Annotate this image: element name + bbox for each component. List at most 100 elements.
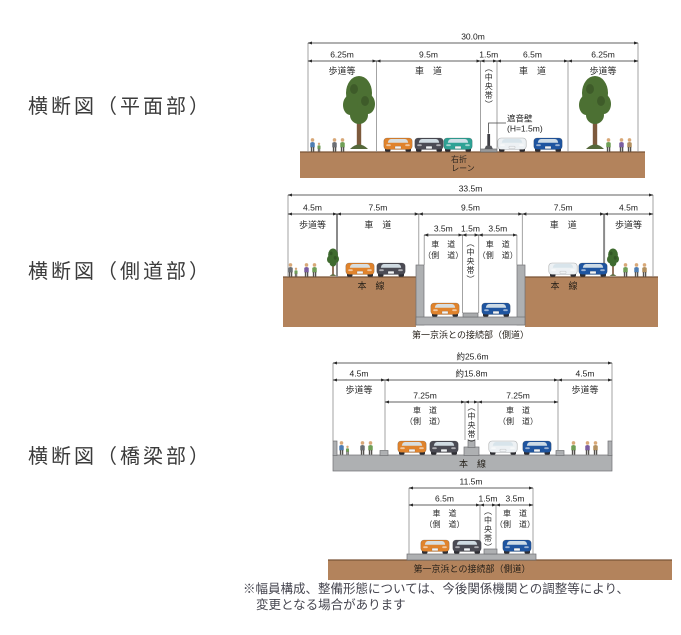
dimension-median: 1.5m xyxy=(479,494,498,507)
zone-label-frontage-left-2: （側 道） xyxy=(405,416,445,426)
car-icon xyxy=(533,137,563,152)
median-curb xyxy=(483,548,498,555)
svg-text:9.5m: 9.5m xyxy=(461,203,480,213)
ground xyxy=(300,152,645,178)
curb-right xyxy=(555,450,565,456)
car-icon xyxy=(548,262,578,277)
zone-label-median: ︵中央帯︶ xyxy=(484,507,492,552)
person-icon xyxy=(634,263,639,277)
car-icon xyxy=(414,137,444,152)
zone-boundary-lines xyxy=(332,363,613,451)
dimension-frontage-left: 6.5m xyxy=(408,494,481,507)
ground xyxy=(328,560,672,580)
section-title-side-road: 横断図（側道部） xyxy=(28,261,212,283)
car-icon xyxy=(443,137,473,152)
dimension-total: 11.5m xyxy=(408,478,534,490)
tree-icon xyxy=(343,76,375,149)
person-icon xyxy=(642,263,647,277)
zone-label-median: ︵中央帯︶ xyxy=(468,403,476,448)
car-icon xyxy=(420,539,450,554)
connector-label: 第一京浜との接続部（側道） xyxy=(414,563,531,574)
tree-icon xyxy=(579,76,611,149)
svg-text:4.5m: 4.5m xyxy=(576,369,595,379)
zone-label-roadway-right: 車 道 xyxy=(519,65,546,76)
svg-text:30.0m: 30.0m xyxy=(461,32,485,42)
cross-section-approach-diagram: 11.5m 6.5m 1.5m 3.5m 車 道 （側 道） ︵中央帯︶ 車 道… xyxy=(328,478,672,580)
person-icon xyxy=(627,138,632,152)
main-line-label: 本 線 xyxy=(459,458,486,469)
person-icon xyxy=(623,263,628,277)
dimension-frontage-left: 3.5m xyxy=(423,224,463,237)
dimension-roadway-left: 9.5m xyxy=(376,50,481,63)
cross-section-plan-diagram: 30.0m 6.25m 9.5m 1.5m 6.5m 6.25m 歩道等 車 道… xyxy=(300,32,645,178)
person-icon xyxy=(340,138,345,152)
svg-text:11.5m: 11.5m xyxy=(460,478,483,487)
car-icon xyxy=(452,539,482,554)
dimension-roadway-right: 6.5m xyxy=(496,50,569,63)
tree-icon xyxy=(607,248,619,276)
main-line-label-right: 本 線 xyxy=(550,280,577,291)
svg-text:6.5m: 6.5m xyxy=(523,50,542,60)
parapet-left xyxy=(332,440,338,456)
dimension-sidewalk-left: 6.25m xyxy=(307,50,377,63)
svg-text:1.5m: 1.5m xyxy=(461,224,480,234)
dimension-total: 30.0m xyxy=(307,32,639,45)
noise-barrier-leader-line xyxy=(488,122,506,134)
zone-label-frontage-right: 車 道 xyxy=(486,239,510,249)
zone-label-sidewalk-left: 歩道等 xyxy=(345,384,372,395)
dimension-roadway-right: 7.5m xyxy=(521,203,605,216)
child-icon xyxy=(345,445,350,455)
zone-boundary-lines xyxy=(287,195,654,313)
zone-label-frontage-right-2: （側 道） xyxy=(498,416,538,426)
roadway-slab xyxy=(406,553,537,561)
svg-text:7.25m: 7.25m xyxy=(506,391,530,401)
zone-label-frontage-right: 車 道 xyxy=(506,405,530,415)
dimension-roadway-left: 7.5m xyxy=(336,203,420,216)
svg-text:6.25m: 6.25m xyxy=(591,50,615,60)
svg-text:4.5m: 4.5m xyxy=(619,203,638,213)
svg-text:4.5m: 4.5m xyxy=(303,203,322,213)
parapet-right xyxy=(607,440,613,456)
svg-text:1.5m: 1.5m xyxy=(479,494,498,504)
zone-label-frontage-left: 車 道 xyxy=(413,405,437,415)
noise-barrier xyxy=(484,134,493,149)
child-icon xyxy=(294,267,298,277)
zone-label-frontage-right: 車 道 xyxy=(503,508,527,518)
car-icon xyxy=(345,262,375,277)
person-icon xyxy=(310,138,315,152)
footnote-line-1: ※幅員構成、整備形態については、今後関係機関との調整等により、 xyxy=(243,582,630,596)
zone-label-median: ︵中央帯︶ xyxy=(467,239,475,284)
section-title-plan: 横断図（平面部） xyxy=(28,96,212,118)
person-icon xyxy=(606,138,611,152)
dimension-sidewalk-left: 4.5m xyxy=(287,203,338,216)
dimension-center: 9.5m xyxy=(418,203,523,216)
dimension-frontage-right: 3.5m xyxy=(478,224,518,237)
svg-text:約25.6m: 約25.6m xyxy=(456,352,488,362)
bridge-deck xyxy=(332,440,613,472)
median-barrier xyxy=(467,440,476,448)
person-icon xyxy=(593,441,598,455)
zone-boundary-lines xyxy=(408,488,534,554)
right-turn-lane-label-1: 右折 xyxy=(451,154,467,164)
dimension-median: 1.5m xyxy=(461,224,480,237)
dimension-median: 1.5m xyxy=(479,50,498,63)
zone-label-frontage-left: 車 道 xyxy=(433,508,457,518)
noise-barrier-height-label: (H=1.5m) xyxy=(507,124,543,134)
dimension-frontage-right: 3.5m xyxy=(495,494,534,507)
noise-barrier-label: 遮音壁 xyxy=(507,114,533,124)
dimension-frontage-right: 7.25m xyxy=(477,391,559,404)
svg-text:7.25m: 7.25m xyxy=(413,391,437,401)
car-icon xyxy=(497,137,527,152)
svg-text:約15.8m: 約15.8m xyxy=(455,369,487,379)
svg-text:6.25m: 6.25m xyxy=(330,50,354,60)
footnote-line-2: 変更となる場合があります xyxy=(256,598,406,612)
person-icon xyxy=(339,441,344,455)
dimension-frontage-left: 7.25m xyxy=(384,391,466,404)
car-icon xyxy=(578,262,608,277)
svg-text:1.5m: 1.5m xyxy=(479,50,498,60)
person-icon xyxy=(360,441,365,455)
zone-label-frontage-right-2: （側 道） xyxy=(478,250,518,260)
car-icon xyxy=(430,302,460,317)
right-turn-lane-label-2: レーン xyxy=(451,164,475,173)
